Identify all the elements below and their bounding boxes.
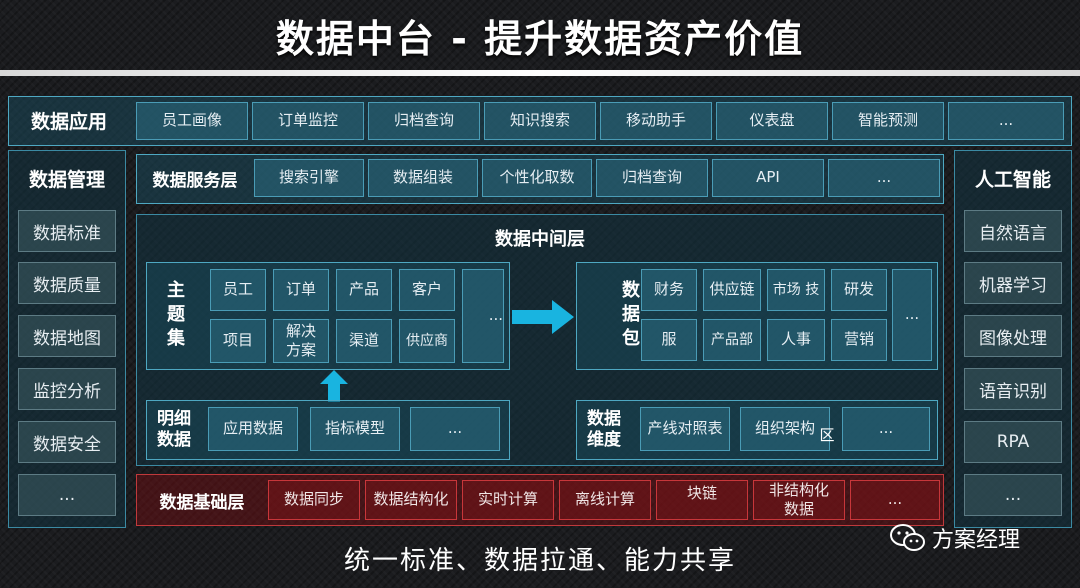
app-item: 仪表盘 [716, 102, 828, 140]
app-item: 移动助手 [600, 102, 712, 140]
arrow-right-icon [512, 300, 574, 334]
brand-name: 方案经理 [932, 528, 1021, 553]
subject-item: 项目 [210, 319, 266, 363]
management-item: 数据标准 [18, 210, 116, 252]
ai-item: ... [964, 474, 1062, 516]
ai-item: 机器学习 [964, 262, 1062, 304]
subject-item: 订单 [273, 269, 329, 311]
foundation-item: 数据结构化 [365, 480, 457, 520]
package-item: 供应链 [703, 269, 761, 311]
dimension-item: 产线对照表 [640, 407, 730, 451]
subject-item: ... [462, 269, 504, 363]
ai-item: 图像处理 [964, 315, 1062, 357]
foundation-item: 数据同步 [268, 480, 360, 520]
service-item: API [712, 159, 824, 197]
management-item: 数据地图 [18, 315, 116, 357]
package-item: 产品部 [703, 319, 761, 361]
brand-watermark: 方案经理 [890, 522, 1020, 554]
service-layer-label: 数据服务层 [152, 170, 238, 191]
wechat-icon [890, 524, 925, 551]
arrow-up-icon [320, 370, 348, 402]
data-package-label: 数据包 [619, 280, 640, 352]
dimension-item: 组织架构 [740, 407, 830, 451]
package-item: 市场 技 [767, 269, 825, 311]
page-title: 数据中台 - 提升数据资产价值 [275, 17, 805, 61]
detail-data-label: 明细数据 [157, 408, 191, 450]
management-label: 数据管理 [28, 168, 105, 191]
package-item: 研发 [831, 269, 887, 311]
ai-label: 人工智能 [974, 168, 1051, 191]
package-item: 人事 [767, 319, 825, 361]
detail-item: ... [410, 407, 500, 451]
app-layer-label: 数据应用 [30, 110, 107, 133]
app-item: 知识搜索 [484, 102, 596, 140]
ai-item: 语音识别 [964, 368, 1062, 410]
management-item: 监控分析 [18, 368, 116, 410]
management-item: 数据安全 [18, 421, 116, 463]
data-dimension-label: 数据维度 [587, 408, 621, 450]
app-item: ... [948, 102, 1064, 140]
detail-item: 指标模型 [310, 407, 400, 451]
app-item: 订单监控 [252, 102, 364, 140]
dimension-item: ... [842, 407, 930, 451]
service-item: 搜索引擎 [254, 159, 364, 197]
app-item: 归档查询 [368, 102, 480, 140]
package-item: 服 [641, 319, 697, 361]
foundation-item: 实时计算 [462, 480, 554, 520]
subject-item: 渠道 [336, 319, 392, 363]
service-item: 数据组装 [368, 159, 478, 197]
app-item: 员工画像 [136, 102, 248, 140]
management-item: ... [18, 474, 116, 516]
service-item: 个性化取数 [482, 159, 592, 197]
ai-item: RPA [964, 421, 1062, 463]
foundation-item: ... [850, 480, 940, 520]
subject-item: 客户 [399, 269, 455, 311]
middle-layer-label: 数据中间层 [495, 229, 585, 250]
app-item: 智能预测 [832, 102, 944, 140]
detail-item: 应用数据 [208, 407, 298, 451]
package-item: 财务 [641, 269, 697, 311]
subject-set-label: 主题集 [164, 280, 185, 352]
subject-item: 供应商 [399, 319, 455, 363]
footer-slogan: 统一标准、数据拉通、能力共享 [343, 546, 736, 576]
foundation-item: 块链 [656, 480, 748, 520]
subject-item: 员工 [210, 269, 266, 311]
subject-item: 解决方案 [273, 319, 329, 363]
dimension-item-suffix: 区 [819, 425, 835, 444]
foundation-item: 非结构化数据 [753, 480, 845, 520]
foundation-item: 离线计算 [559, 480, 651, 520]
foundation-layer-label: 数据基础层 [159, 492, 245, 513]
subject-item: 产品 [336, 269, 392, 311]
service-item: 归档查询 [596, 159, 708, 197]
package-item: 营销 [831, 319, 887, 361]
management-item: 数据质量 [18, 262, 116, 304]
service-item: ... [828, 159, 940, 197]
package-item: ... [892, 269, 932, 361]
title-divider [0, 70, 1080, 76]
ai-item: 自然语言 [964, 210, 1062, 252]
